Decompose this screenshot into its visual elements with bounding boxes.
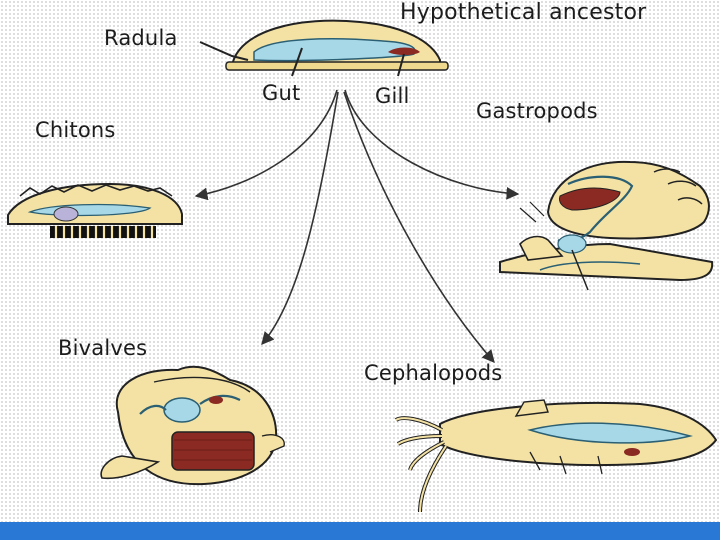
bivalve-illustration <box>101 367 284 484</box>
slide-bottom-bar <box>0 522 720 540</box>
label-gill: Gill <box>375 86 410 107</box>
label-chitons: Chitons <box>35 120 116 141</box>
label-cephalopods: Cephalopods <box>364 363 502 384</box>
label-gastropods: Gastropods <box>476 101 598 122</box>
label-gut: Gut <box>262 83 300 104</box>
cephalopod-illustration <box>396 400 716 512</box>
ancestor-illustration <box>226 21 448 70</box>
label-radula: Radula <box>104 28 178 49</box>
arrow-to-bivalves <box>262 92 338 344</box>
arrow-to-chitons <box>196 90 337 196</box>
arrow-to-cephalopods <box>344 92 494 362</box>
chiton-illustration <box>8 184 182 238</box>
title-hypothetical-ancestor: Hypothetical ancestor <box>400 2 646 24</box>
evolution-arrows <box>196 90 518 362</box>
label-bivalves: Bivalves <box>58 338 147 359</box>
gastropod-illustration <box>500 162 712 290</box>
